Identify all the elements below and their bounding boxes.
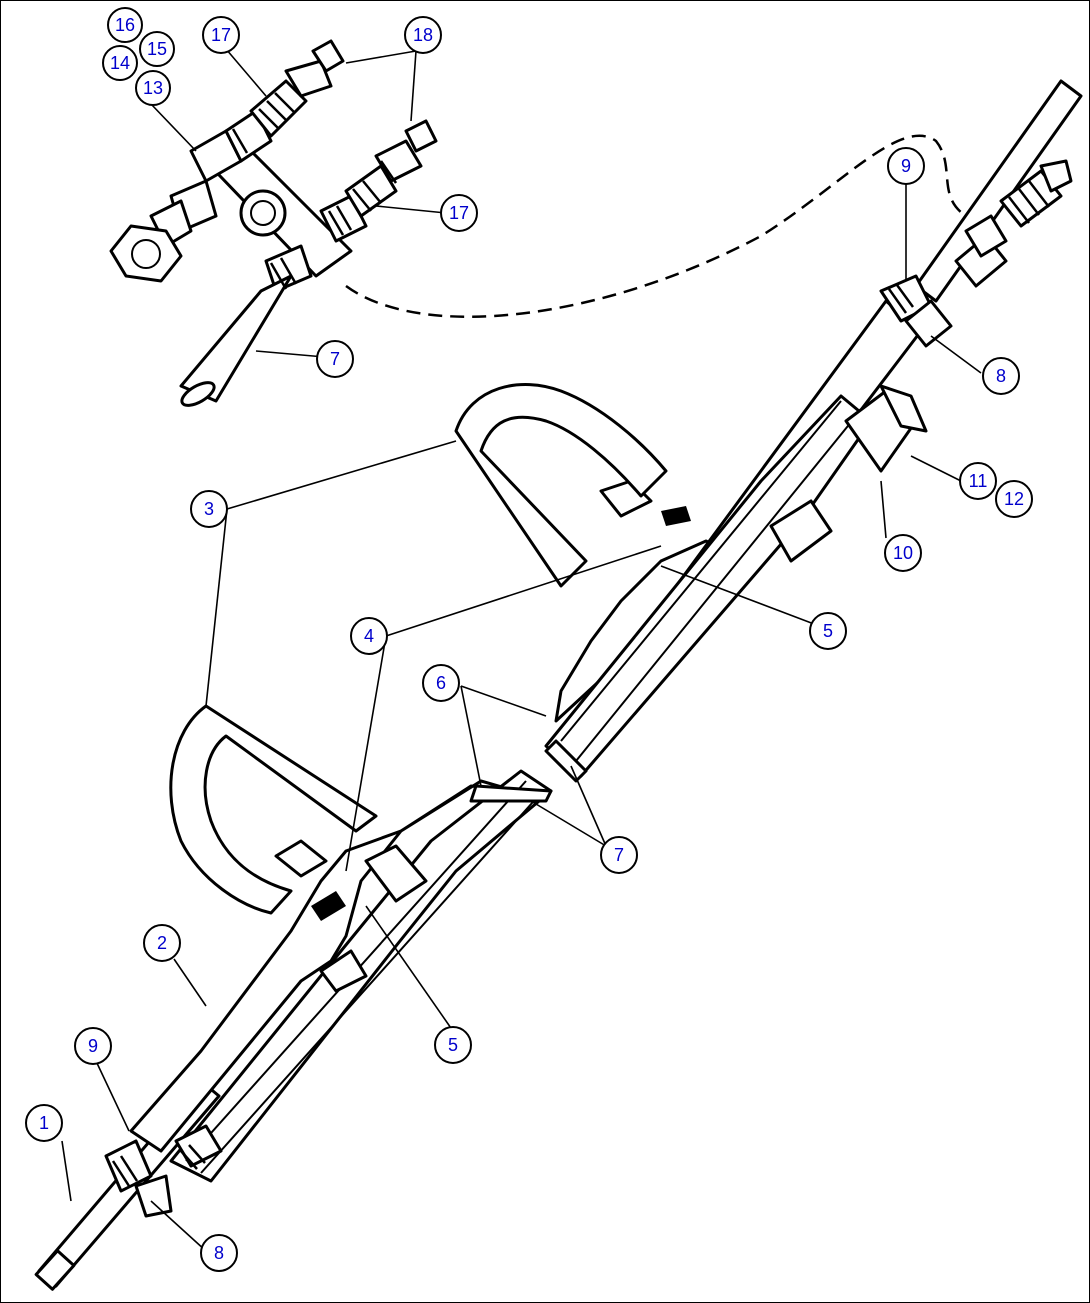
callout-7-main-label: 7: [614, 845, 624, 865]
callout-16-label: 16: [115, 15, 135, 35]
callout-2: 2: [143, 924, 181, 962]
callout-8-lower-label: 8: [214, 1243, 224, 1263]
callout-6-label: 6: [436, 673, 446, 693]
callout-17-top-label: 17: [211, 25, 231, 45]
callout-11: 11: [959, 462, 997, 500]
callout-17-right: 17: [440, 194, 478, 232]
callout-15: 15: [139, 31, 175, 67]
callout-9-lower-label: 9: [88, 1036, 98, 1056]
callout-10: 10: [884, 534, 922, 572]
callout-1: 1: [25, 1104, 63, 1142]
detail-connector-line: [345, 134, 967, 318]
callout-7-main: 7: [600, 836, 638, 874]
leader-lines: [61, 48, 982, 1252]
callout-10-label: 10: [893, 543, 913, 563]
callout-8-lower: 8: [200, 1234, 238, 1272]
callout-3-label: 3: [204, 499, 214, 519]
callout-5-lower-label: 5: [448, 1035, 458, 1055]
upper-handle: [454, 383, 668, 588]
callout-4-label: 4: [364, 626, 374, 646]
callout-13-label: 13: [143, 78, 163, 98]
callout-8-upper-label: 8: [996, 366, 1006, 386]
callout-9-upper: 9: [887, 147, 925, 185]
callout-12-label: 12: [1004, 489, 1024, 509]
callout-2-label: 2: [157, 933, 167, 953]
callout-18-label: 18: [413, 25, 433, 45]
callout-5-upper-label: 5: [823, 621, 833, 641]
callout-7-inset: 7: [316, 340, 354, 378]
callout-14-label: 14: [110, 53, 130, 73]
callout-1-label: 1: [39, 1113, 49, 1133]
lower-handle: [169, 704, 378, 915]
upper-fittings: [879, 159, 1073, 348]
callout-6: 6: [422, 664, 460, 702]
callout-16: 16: [107, 7, 143, 43]
callout-15-label: 15: [147, 39, 167, 59]
callout-9-lower: 9: [74, 1027, 112, 1065]
callout-17-top: 17: [202, 16, 240, 54]
upper-cylinder: [544, 299, 928, 783]
callout-18: 18: [404, 16, 442, 54]
callout-7-inset-label: 7: [330, 349, 340, 369]
callout-14: 14: [102, 45, 138, 81]
manifold-inset: [109, 39, 438, 407]
callout-5-lower: 5: [434, 1026, 472, 1064]
callout-11-label: 11: [969, 471, 988, 491]
callout-3: 3: [190, 490, 228, 528]
callout-8-upper: 8: [982, 357, 1020, 395]
callout-12: 12: [995, 480, 1033, 518]
callout-5-upper: 5: [809, 612, 847, 650]
callout-4: 4: [350, 617, 388, 655]
callout-9-upper-label: 9: [901, 156, 911, 176]
callout-13: 13: [135, 70, 171, 106]
callout-17-right-label: 17: [449, 203, 469, 223]
lower-cylinder: [104, 769, 553, 1218]
